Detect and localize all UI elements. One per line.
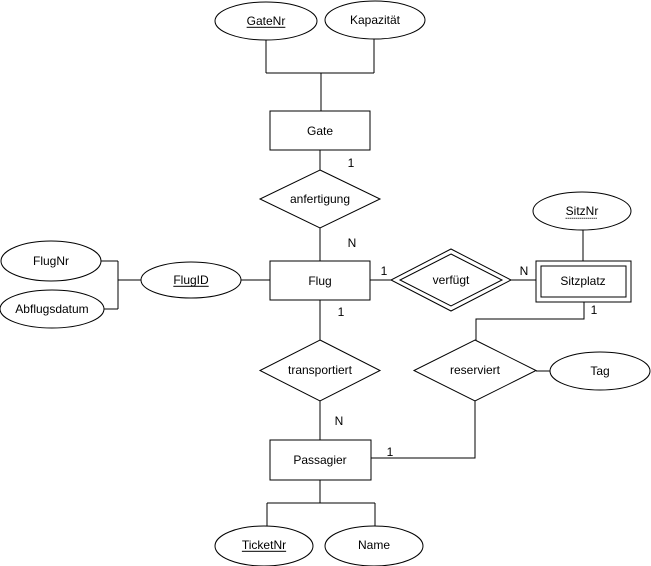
attribute-flugid-label: FlugID — [173, 272, 209, 287]
attribute-sitznr-ellipse — [532, 191, 632, 231]
relationship-verfuegt-diamond-inner — [398, 253, 504, 307]
entity-flug-rect — [269, 260, 371, 301]
attribute-flugid-ellipse — [140, 261, 242, 299]
cardinality-reserviert-passagier: 1 — [386, 444, 394, 459]
entity-passagier-rect — [269, 439, 372, 481]
cardinality-flug-verfuegt: 1 — [380, 263, 388, 278]
entity-passagier-label: Passagier — [293, 452, 347, 467]
cardinality-transportiert-passagier: N — [334, 413, 344, 428]
attribute-ticketnr-label: TicketNr — [241, 537, 287, 552]
entity-flug-label: Flug — [308, 273, 332, 288]
attribute-ticketnr-ellipse — [214, 525, 314, 566]
cardinality-verfuegt-sitzplatz: N — [519, 263, 529, 278]
attribute-kapazitaet-label: Kapazität — [349, 12, 401, 27]
cardinality-gate-anfertigung: 1 — [347, 155, 355, 170]
attribute-flugnr-ellipse — [0, 240, 102, 282]
entity-gate-label: Gate — [306, 123, 334, 138]
entity-gate-rect — [269, 110, 371, 151]
relationship-verfuegt-label: verfügt — [432, 272, 470, 287]
attribute-name-label: Name — [357, 537, 391, 552]
relationship-anfertigung-label: anfertigung — [289, 191, 351, 206]
attribute-abflugsdatum-ellipse — [0, 289, 105, 329]
attribute-tag-ellipse — [549, 351, 651, 391]
relationship-reserviert-label: reserviert — [449, 362, 501, 377]
connector-reserviert-passagier — [371, 401, 476, 459]
relationship-anfertigung-diamond — [258, 169, 382, 229]
attribute-tag-label: Tag — [590, 363, 610, 378]
attribute-flugnr-label: FlugNr — [32, 253, 70, 268]
attribute-name-ellipse — [324, 525, 424, 566]
cardinality-sitzplatz-reserviert: 1 — [590, 302, 598, 317]
attribute-kapazitaet-ellipse — [324, 0, 426, 40]
connector-sitzplatz-reserviert — [475, 302, 585, 340]
entity-sitzplatz-label: Sitzplatz — [560, 273, 606, 288]
attribute-gatenr-label: GateNr — [246, 13, 286, 28]
relationship-transportiert-diamond — [258, 339, 382, 402]
entity-sitzplatz-rect-inner — [540, 265, 627, 298]
attribute-sitznr-label: SitzNr — [565, 203, 599, 218]
cardinality-anfertigung-flug: N — [347, 235, 357, 250]
relationship-transportiert-label: transportiert — [287, 362, 353, 377]
attribute-abflugsdatum-label: Abflugsdatum — [15, 301, 89, 316]
attribute-gatenr-ellipse — [214, 1, 318, 41]
cardinality-flug-transportiert: 1 — [337, 304, 345, 319]
relationship-reserviert-diamond — [412, 339, 538, 402]
